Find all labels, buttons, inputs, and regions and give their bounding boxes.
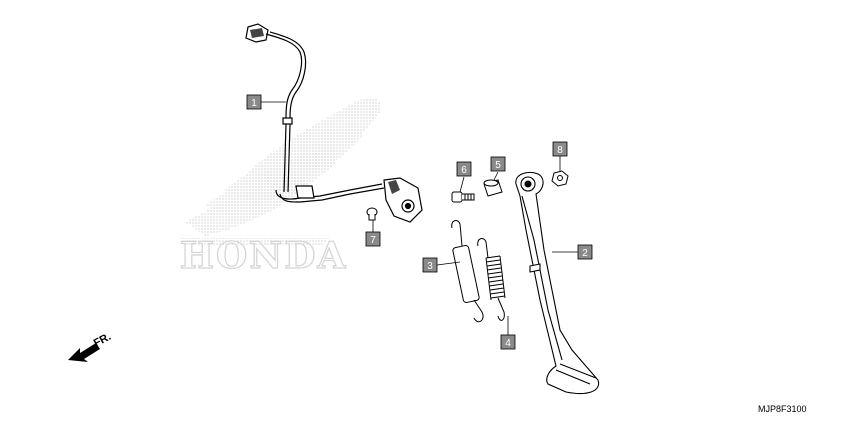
pivot-bolt <box>451 191 475 203</box>
callout-5: 5 <box>490 156 506 172</box>
callout-4: 4 <box>500 334 516 350</box>
svg-text:6: 6 <box>461 165 467 176</box>
svg-text:3: 3 <box>427 261 433 272</box>
front-label: FR. <box>92 331 113 350</box>
svg-text:4: 4 <box>505 338 511 349</box>
spring-large <box>451 220 484 323</box>
side-stand-switch <box>245 23 423 223</box>
front-arrow-icon <box>68 343 100 362</box>
drawing-code: MJP8F3100 <box>758 404 807 414</box>
callout-1: 1 <box>246 94 262 110</box>
callout-2: 2 <box>577 244 593 260</box>
collar <box>483 179 503 197</box>
nut <box>551 170 569 187</box>
front-direction-indicator: FR. <box>68 331 113 362</box>
spring-small <box>477 238 506 321</box>
callout-7: 7 <box>365 231 381 247</box>
svg-text:8: 8 <box>557 145 563 156</box>
callout-3: 3 <box>422 257 438 273</box>
honda-watermark-text: HONDA <box>180 235 347 277</box>
svg-text:1: 1 <box>251 98 257 109</box>
leader-lines <box>261 101 580 336</box>
callout-6: 6 <box>456 161 472 177</box>
honda-wing-watermark: HONDA <box>179 98 382 278</box>
svg-text:5: 5 <box>495 160 501 171</box>
callout-8: 8 <box>552 141 568 157</box>
bolt-small <box>366 207 378 221</box>
svg-text:7: 7 <box>370 235 376 246</box>
svg-text:2: 2 <box>582 248 588 259</box>
side-stand <box>515 171 600 395</box>
